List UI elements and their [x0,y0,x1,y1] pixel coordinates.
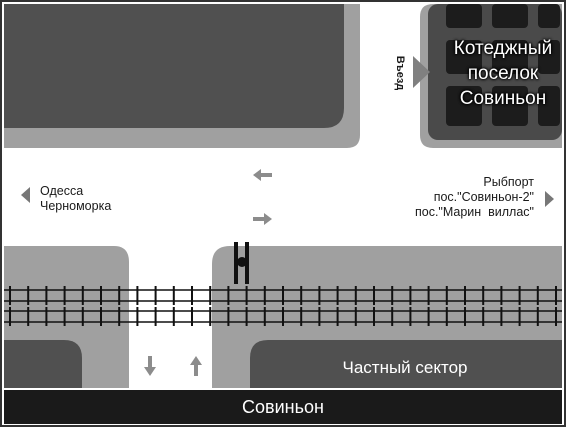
cottage-lots [446,4,560,126]
cottage-settlement-label: Котеджный поселок Совиньон [440,36,566,111]
cottage-label-line1: Котеджный [453,38,553,59]
cottage-label-line2: поселок [467,63,539,84]
right-direction-line1: Рыбпорт [483,175,534,189]
right-direction-label: Рыбпорт пос."Совиньон-2" пос."Марин вилл… [415,175,534,220]
railway-crossing-icon [234,242,249,284]
left-direction-label: Одесса Черноморка [40,184,111,214]
left-direction-line1: Одесса [40,184,84,198]
cottage-label-line3: Совиньон [459,88,547,109]
left-direction-arrow-icon [21,187,30,203]
right-direction-line2: пос."Совиньон-2" [433,190,534,204]
right-direction-line3: пос."Марин виллас" [414,205,534,219]
block-bottom-left-inner [4,340,82,390]
entry-label: Въезд [394,55,406,91]
railway [4,286,562,326]
left-direction-line2: Черноморка [40,199,112,213]
right-direction-arrow-icon [545,191,554,207]
footer-title-text: Совиньон [242,396,324,417]
entry-arrow-icon [413,56,430,88]
lane-arrow-icon [144,169,272,376]
footer-title: Совиньон [4,390,562,424]
block-top-left-inner [4,4,344,128]
block-private-sector [250,340,562,390]
private-sector-label: Частный сектор [342,358,468,377]
